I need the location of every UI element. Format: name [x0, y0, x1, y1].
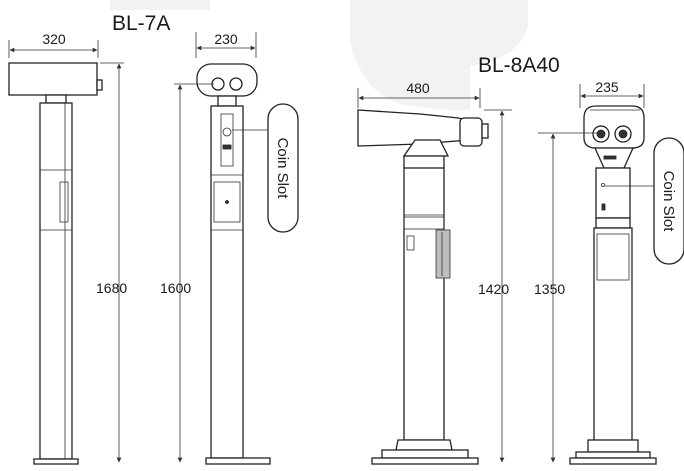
background-shape [110, 0, 210, 10]
bl-7a-front-view [196, 63, 271, 465]
width-label-bl-7a: 320 [42, 31, 66, 47]
bl-8a40-front-view [569, 105, 657, 465]
coin-slot-callout-bl-7a [267, 103, 299, 233]
bl-7a-side-view [8, 62, 103, 465]
model-name-bl-7a: BL-7A [112, 12, 170, 35]
total-height-label-bl-8a40: 1420 [478, 281, 509, 297]
coin-slot-label-bl-7a: Coin Slot [274, 138, 291, 200]
eyepiece-height-label-bl-7a: 1600 [160, 280, 191, 296]
eyepiece-width-label-bl-8a40: 235 [595, 79, 619, 95]
coin-slot-callout-bl-8a40 [653, 137, 684, 265]
bl-8a40-side-view [357, 109, 489, 465]
model-name-bl-8a40: BL-8A40 [478, 54, 560, 77]
total-height-label-bl-7a: 1680 [96, 280, 127, 296]
width-label-bl-8a40: 480 [406, 80, 430, 96]
eyepiece-height-label-bl-8a40: 1350 [534, 281, 565, 297]
background-shape [350, 0, 528, 111]
coin-slot-label-bl-8a40: Coin Slot [660, 171, 677, 233]
eyepiece-width-label-bl-7a: 230 [214, 31, 238, 47]
